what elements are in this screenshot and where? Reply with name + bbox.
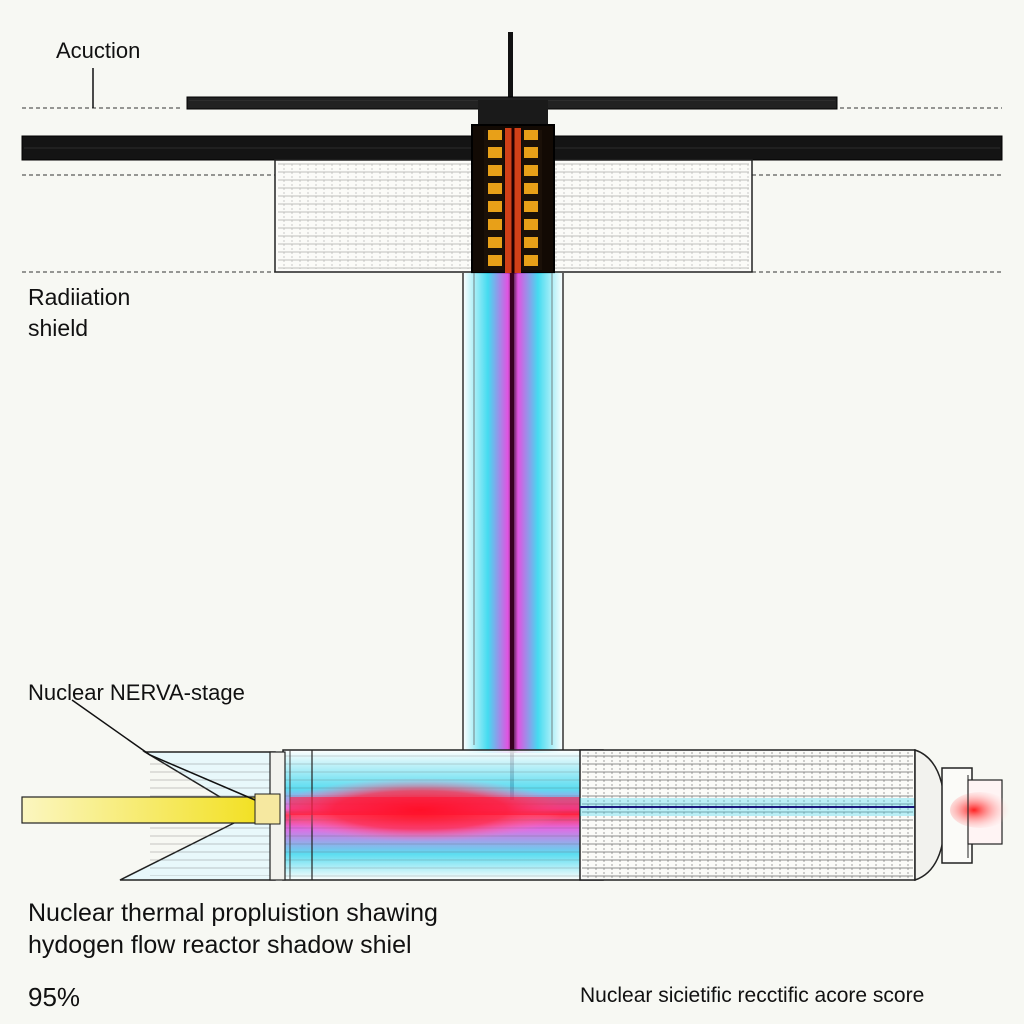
fuel-rods-left xyxy=(484,130,504,270)
feed-injector xyxy=(254,793,281,825)
vertical-flow-pipe xyxy=(462,273,564,800)
caption-line1: Nuclear thermal propluistion shawing xyxy=(28,899,438,927)
percent-value: 95% xyxy=(28,982,81,1012)
nerva-stage-label: Nuclear NERVA-stage xyxy=(28,680,245,705)
fuel-rods-right xyxy=(522,130,542,270)
engine-body xyxy=(275,749,604,881)
score-label: Nuclear sicietific recctific acore score xyxy=(580,984,925,1007)
nerva-leader xyxy=(71,699,256,801)
actuation-label: Acuction xyxy=(56,38,141,63)
hub-block xyxy=(478,100,548,128)
hydrogen-feed-line xyxy=(21,796,263,824)
control-rod xyxy=(508,32,513,100)
radiation-shield-label: Radiiation shield xyxy=(28,282,228,344)
radiation-shield-label-line1: Radiiation xyxy=(28,284,131,310)
caption-line2: hydogen flow reactor shadow shiel xyxy=(28,931,412,959)
radiation-shield-label-line2: shield xyxy=(28,315,89,341)
exhaust-outlet xyxy=(941,767,1010,864)
diagram-caption: Nuclear thermal propluistion shawing hyd… xyxy=(28,897,508,961)
nozzle-section xyxy=(579,748,946,882)
reference-lines xyxy=(22,107,1002,273)
